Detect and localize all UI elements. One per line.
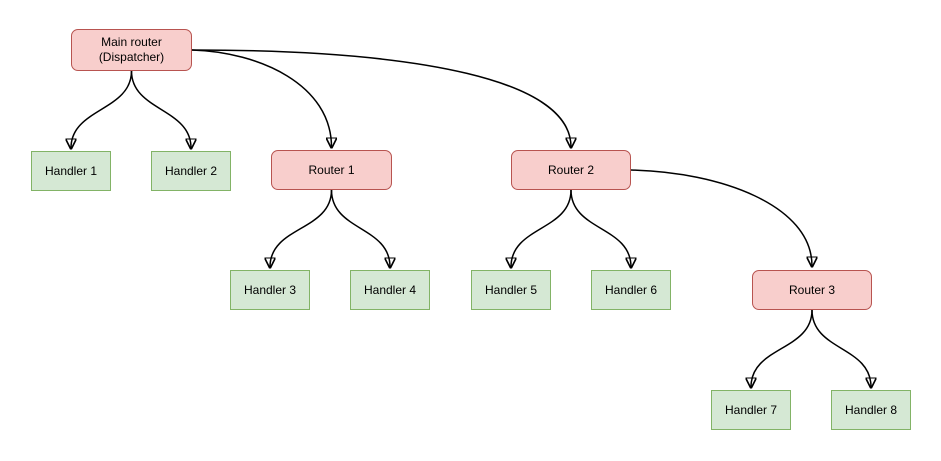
- node-handler-6-label: Handler 6: [604, 282, 658, 297]
- node-handler-7-label: Handler 7: [724, 402, 778, 417]
- node-handler-8[interactable]: Handler 8: [831, 390, 911, 430]
- node-router-3[interactable]: Router 3: [752, 270, 872, 310]
- node-handler-7[interactable]: Handler 7: [711, 390, 791, 430]
- node-main-router-label: Main router (Dispatcher): [98, 35, 165, 64]
- node-handler-2-label: Handler 2: [164, 163, 218, 178]
- edge-router-1-to-handler-3: [270, 189, 333, 267]
- node-handler-3[interactable]: Handler 3: [230, 270, 310, 310]
- node-router-1-label: Router 1: [308, 162, 355, 177]
- edge-main-to-router-1: [191, 49, 332, 147]
- node-handler-3-label: Handler 3: [243, 282, 297, 297]
- node-handler-5[interactable]: Handler 5: [471, 270, 551, 310]
- node-handler-4[interactable]: Handler 4: [350, 270, 430, 310]
- node-handler-8-label: Handler 8: [844, 402, 898, 417]
- node-handler-1-label: Handler 1: [44, 163, 98, 178]
- node-router-2[interactable]: Router 2: [511, 150, 631, 190]
- node-handler-4-label: Handler 4: [363, 282, 417, 297]
- edge-router-2-to-handler-6: [570, 189, 631, 267]
- node-handler-5-label: Handler 5: [484, 282, 538, 297]
- node-router-2-label: Router 2: [547, 162, 595, 177]
- edge-main-to-handler-1: [71, 70, 133, 148]
- edge-router-3-to-handler-8: [811, 309, 871, 387]
- node-main-router[interactable]: Main router (Dispatcher): [71, 29, 192, 71]
- edge-router-2-to-router-3: [630, 169, 812, 266]
- edge-router-3-to-handler-7: [751, 309, 813, 387]
- node-router-1[interactable]: Router 1: [271, 150, 392, 190]
- node-handler-1[interactable]: Handler 1: [31, 151, 111, 191]
- node-router-3-label: Router 3: [788, 282, 836, 297]
- edge-main-to-router-2: [191, 49, 571, 147]
- edge-router-2-to-handler-5: [511, 189, 572, 267]
- edge-router-1-to-handler-4: [330, 189, 391, 267]
- node-handler-6[interactable]: Handler 6: [591, 270, 671, 310]
- node-handler-2[interactable]: Handler 2: [151, 151, 231, 191]
- edge-main-to-handler-2: [130, 70, 192, 148]
